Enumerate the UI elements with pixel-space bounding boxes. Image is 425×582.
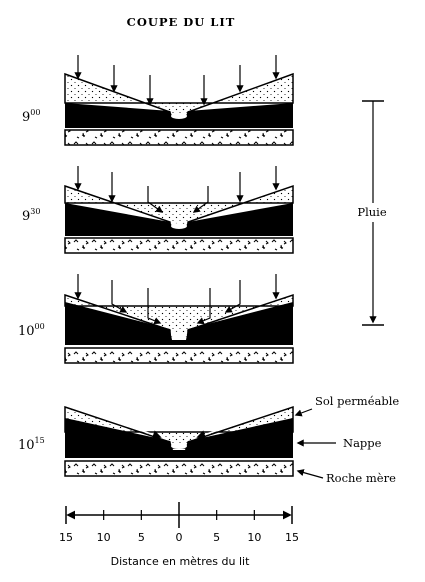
legend-permeable-soil: Sol perméable	[315, 394, 399, 408]
bedrock-layer	[64, 460, 294, 477]
water-table-layer	[65, 418, 293, 458]
time-label-1: 900	[22, 108, 40, 125]
axis-tick-label: 15	[59, 531, 73, 544]
axis-label: Distance en mètres du lit	[111, 555, 250, 568]
panel-3: 1000	[18, 274, 294, 364]
legend-water-table: Nappe	[343, 436, 382, 450]
axis-tick-label: 10	[97, 531, 111, 544]
time-label-3: 1000	[18, 322, 45, 339]
bedrock-layer	[64, 347, 294, 364]
axis-tick-label: 5	[213, 531, 220, 544]
water-table-layer	[65, 203, 293, 236]
panel-1: 900	[22, 55, 294, 146]
rain-arrows	[74, 274, 280, 325]
legend-bedrock: Roche mère	[326, 471, 396, 485]
panel-2: 930	[22, 166, 294, 254]
axis-tick-label: 5	[138, 531, 145, 544]
axis-tick-label: 10	[247, 531, 261, 544]
water-table-layer	[65, 302, 293, 345]
bedrock-layer	[64, 129, 294, 146]
axis-tick-label: 0	[176, 531, 183, 544]
time-label-2: 930	[22, 207, 40, 224]
time-label-4: 1015	[18, 436, 45, 453]
water-table-layer	[65, 103, 293, 128]
diagram-title: COUPE DU LIT	[127, 15, 236, 29]
rain-arrows	[74, 55, 280, 106]
distance-axis: 15 10 5 0 5 10 15 Distance en mètres du lit	[59, 502, 299, 568]
rain-label: Pluie	[357, 205, 387, 219]
bedrock-layer	[64, 237, 294, 254]
rain-duration-indicator: Pluie	[357, 100, 387, 326]
axis-tick-label: 15	[285, 531, 299, 544]
panel-4: 1015	[18, 405, 294, 477]
seepage-arrows	[127, 425, 231, 439]
rain-arrows	[74, 166, 280, 213]
legend: Sol perméable Nappe Roche mère	[294, 394, 399, 485]
